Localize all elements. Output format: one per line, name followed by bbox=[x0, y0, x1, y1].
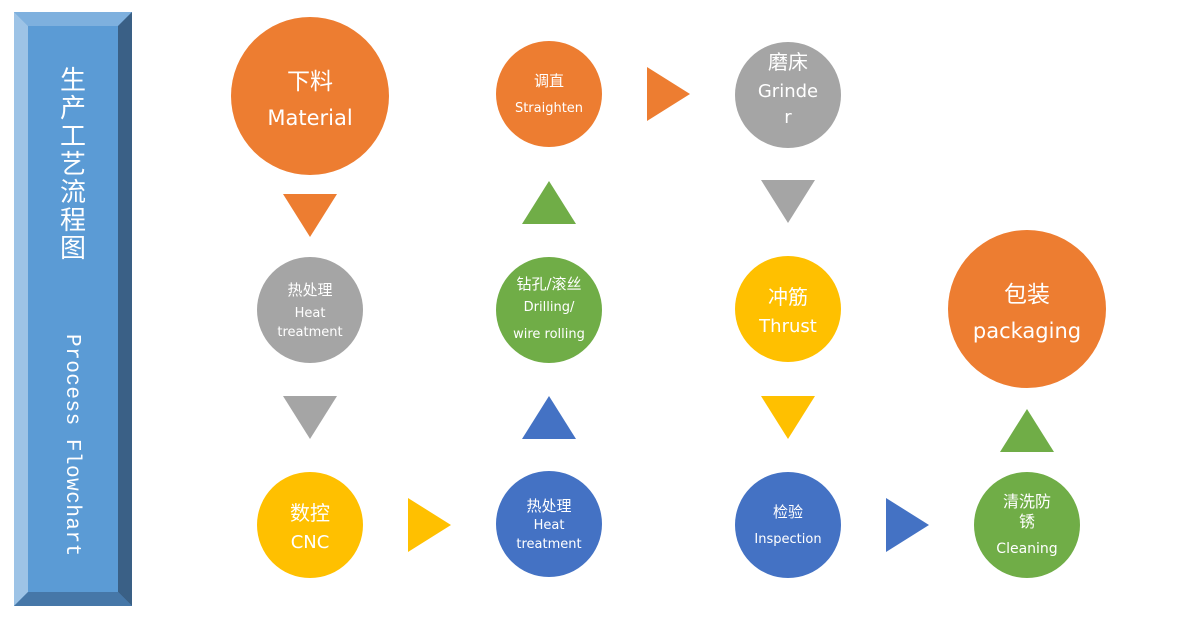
step-inspection: 检验 Inspection bbox=[735, 472, 841, 578]
step-thrust: 冲筋 Thrust bbox=[735, 256, 841, 362]
step-packaging-cn: 包装 bbox=[1004, 282, 1050, 308]
step-inspection-cn: 检验 bbox=[772, 503, 803, 521]
arrow-right-icon bbox=[408, 498, 451, 552]
step-cnc-en: CNC bbox=[290, 532, 330, 553]
arrow-up-icon bbox=[522, 181, 576, 224]
step-heat-treatment-1-en: Heat treatment bbox=[277, 305, 343, 340]
arrow-down-icon bbox=[283, 194, 337, 237]
step-straighten-en: Straighten bbox=[514, 101, 584, 116]
step-material: 下料 Material bbox=[231, 17, 389, 175]
step-heat-treatment-1-cn: 热处理 bbox=[287, 280, 333, 299]
step-grinder: 磨床 Grinder bbox=[735, 42, 841, 148]
step-drilling: 钻孔/滚丝 Drilling/ wire rolling bbox=[496, 257, 602, 363]
step-cleaning-en: Cleaning bbox=[996, 540, 1058, 557]
arrow-down-icon bbox=[761, 396, 815, 439]
step-heat-treatment-2-cn: 热处理 bbox=[526, 496, 572, 515]
step-material-en: Material bbox=[267, 106, 353, 130]
step-drilling-cn: 钻孔/滚丝 bbox=[516, 274, 582, 293]
title-panel: 生产工艺流程图 Process Flowchart bbox=[14, 12, 132, 606]
step-cnc-cn: 数控 bbox=[290, 501, 330, 525]
step-heat-treatment-2: 热处理 Heat treatment bbox=[496, 471, 602, 577]
step-grinder-en: Grinder bbox=[757, 81, 819, 128]
arrow-right-icon bbox=[647, 67, 690, 121]
step-heat-treatment-2-en: Heat treatment bbox=[516, 517, 582, 552]
step-grinder-cn: 磨床 bbox=[768, 50, 808, 74]
step-thrust-en: Thrust bbox=[759, 316, 817, 337]
arrow-down-icon bbox=[283, 396, 337, 439]
step-straighten-cn: 调直 bbox=[533, 72, 564, 90]
arrow-down-icon bbox=[761, 180, 815, 223]
step-drilling-en: Drilling/ wire rolling bbox=[513, 299, 585, 342]
step-inspection-en: Inspection bbox=[754, 532, 822, 547]
title-panel-bevel bbox=[14, 12, 132, 606]
step-cleaning: 清洗防锈 Cleaning bbox=[974, 472, 1080, 578]
step-straighten: 调直 Straighten bbox=[496, 41, 602, 147]
step-thrust-cn: 冲筋 bbox=[768, 285, 808, 309]
title-chinese: 生产工艺流程图 bbox=[59, 66, 86, 264]
title-english: Process Flowchart bbox=[60, 334, 83, 557]
arrow-up-icon bbox=[1000, 409, 1054, 452]
step-cnc: 数控 CNC bbox=[257, 472, 363, 578]
arrow-up-icon bbox=[522, 396, 576, 439]
step-material-cn: 下料 bbox=[287, 69, 333, 95]
step-packaging: 包装 packaging bbox=[948, 230, 1106, 388]
step-heat-treatment-1: 热处理 Heat treatment bbox=[257, 257, 363, 363]
arrow-right-icon bbox=[886, 498, 929, 552]
step-packaging-en: packaging bbox=[972, 319, 1082, 343]
step-cleaning-cn: 清洗防锈 bbox=[1002, 491, 1051, 531]
